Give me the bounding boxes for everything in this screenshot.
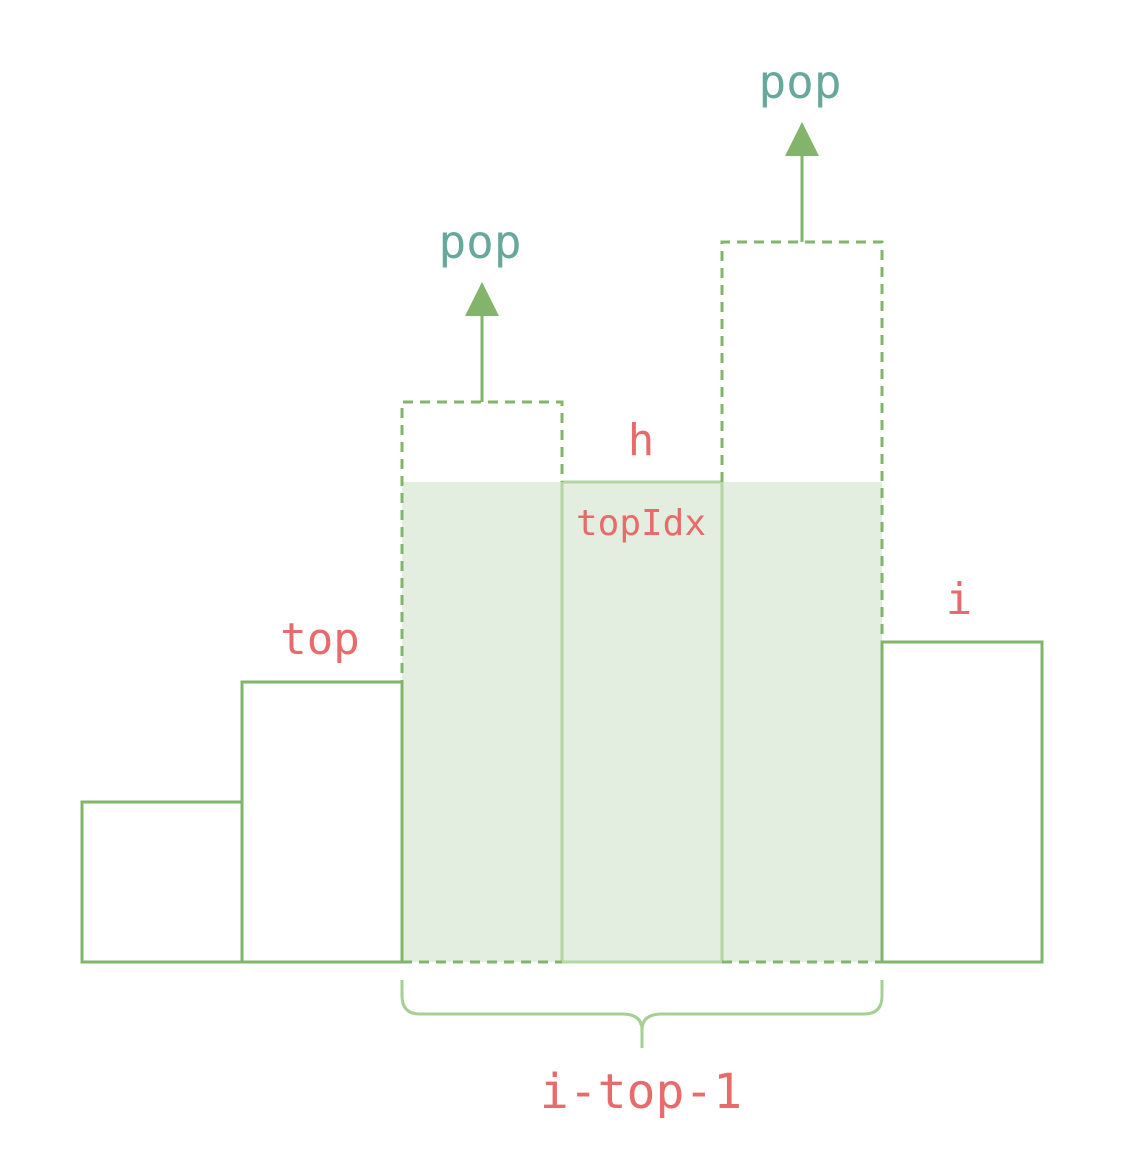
bar-top-idx: [560, 480, 724, 964]
h-label: h: [628, 415, 655, 466]
max-area-highlight: [402, 482, 882, 962]
pop-label-right: pop: [758, 55, 841, 109]
popped-bar-right: [720, 240, 884, 642]
bar-1: [80, 800, 244, 964]
width-formula-label: i-top-1: [540, 1064, 742, 1120]
top-idx-label: topIdx: [576, 503, 706, 544]
pop-arrow-left-head: [465, 282, 499, 316]
width-brace: [400, 980, 884, 1048]
popped-bar-left: [400, 400, 564, 962]
top-label: top: [280, 614, 359, 665]
bar-top: [240, 680, 404, 964]
pop-label-left: pop: [438, 215, 521, 269]
bar-i: [880, 640, 1044, 964]
pop-arrow-right-head: [785, 122, 819, 156]
i-label: i: [946, 574, 973, 625]
